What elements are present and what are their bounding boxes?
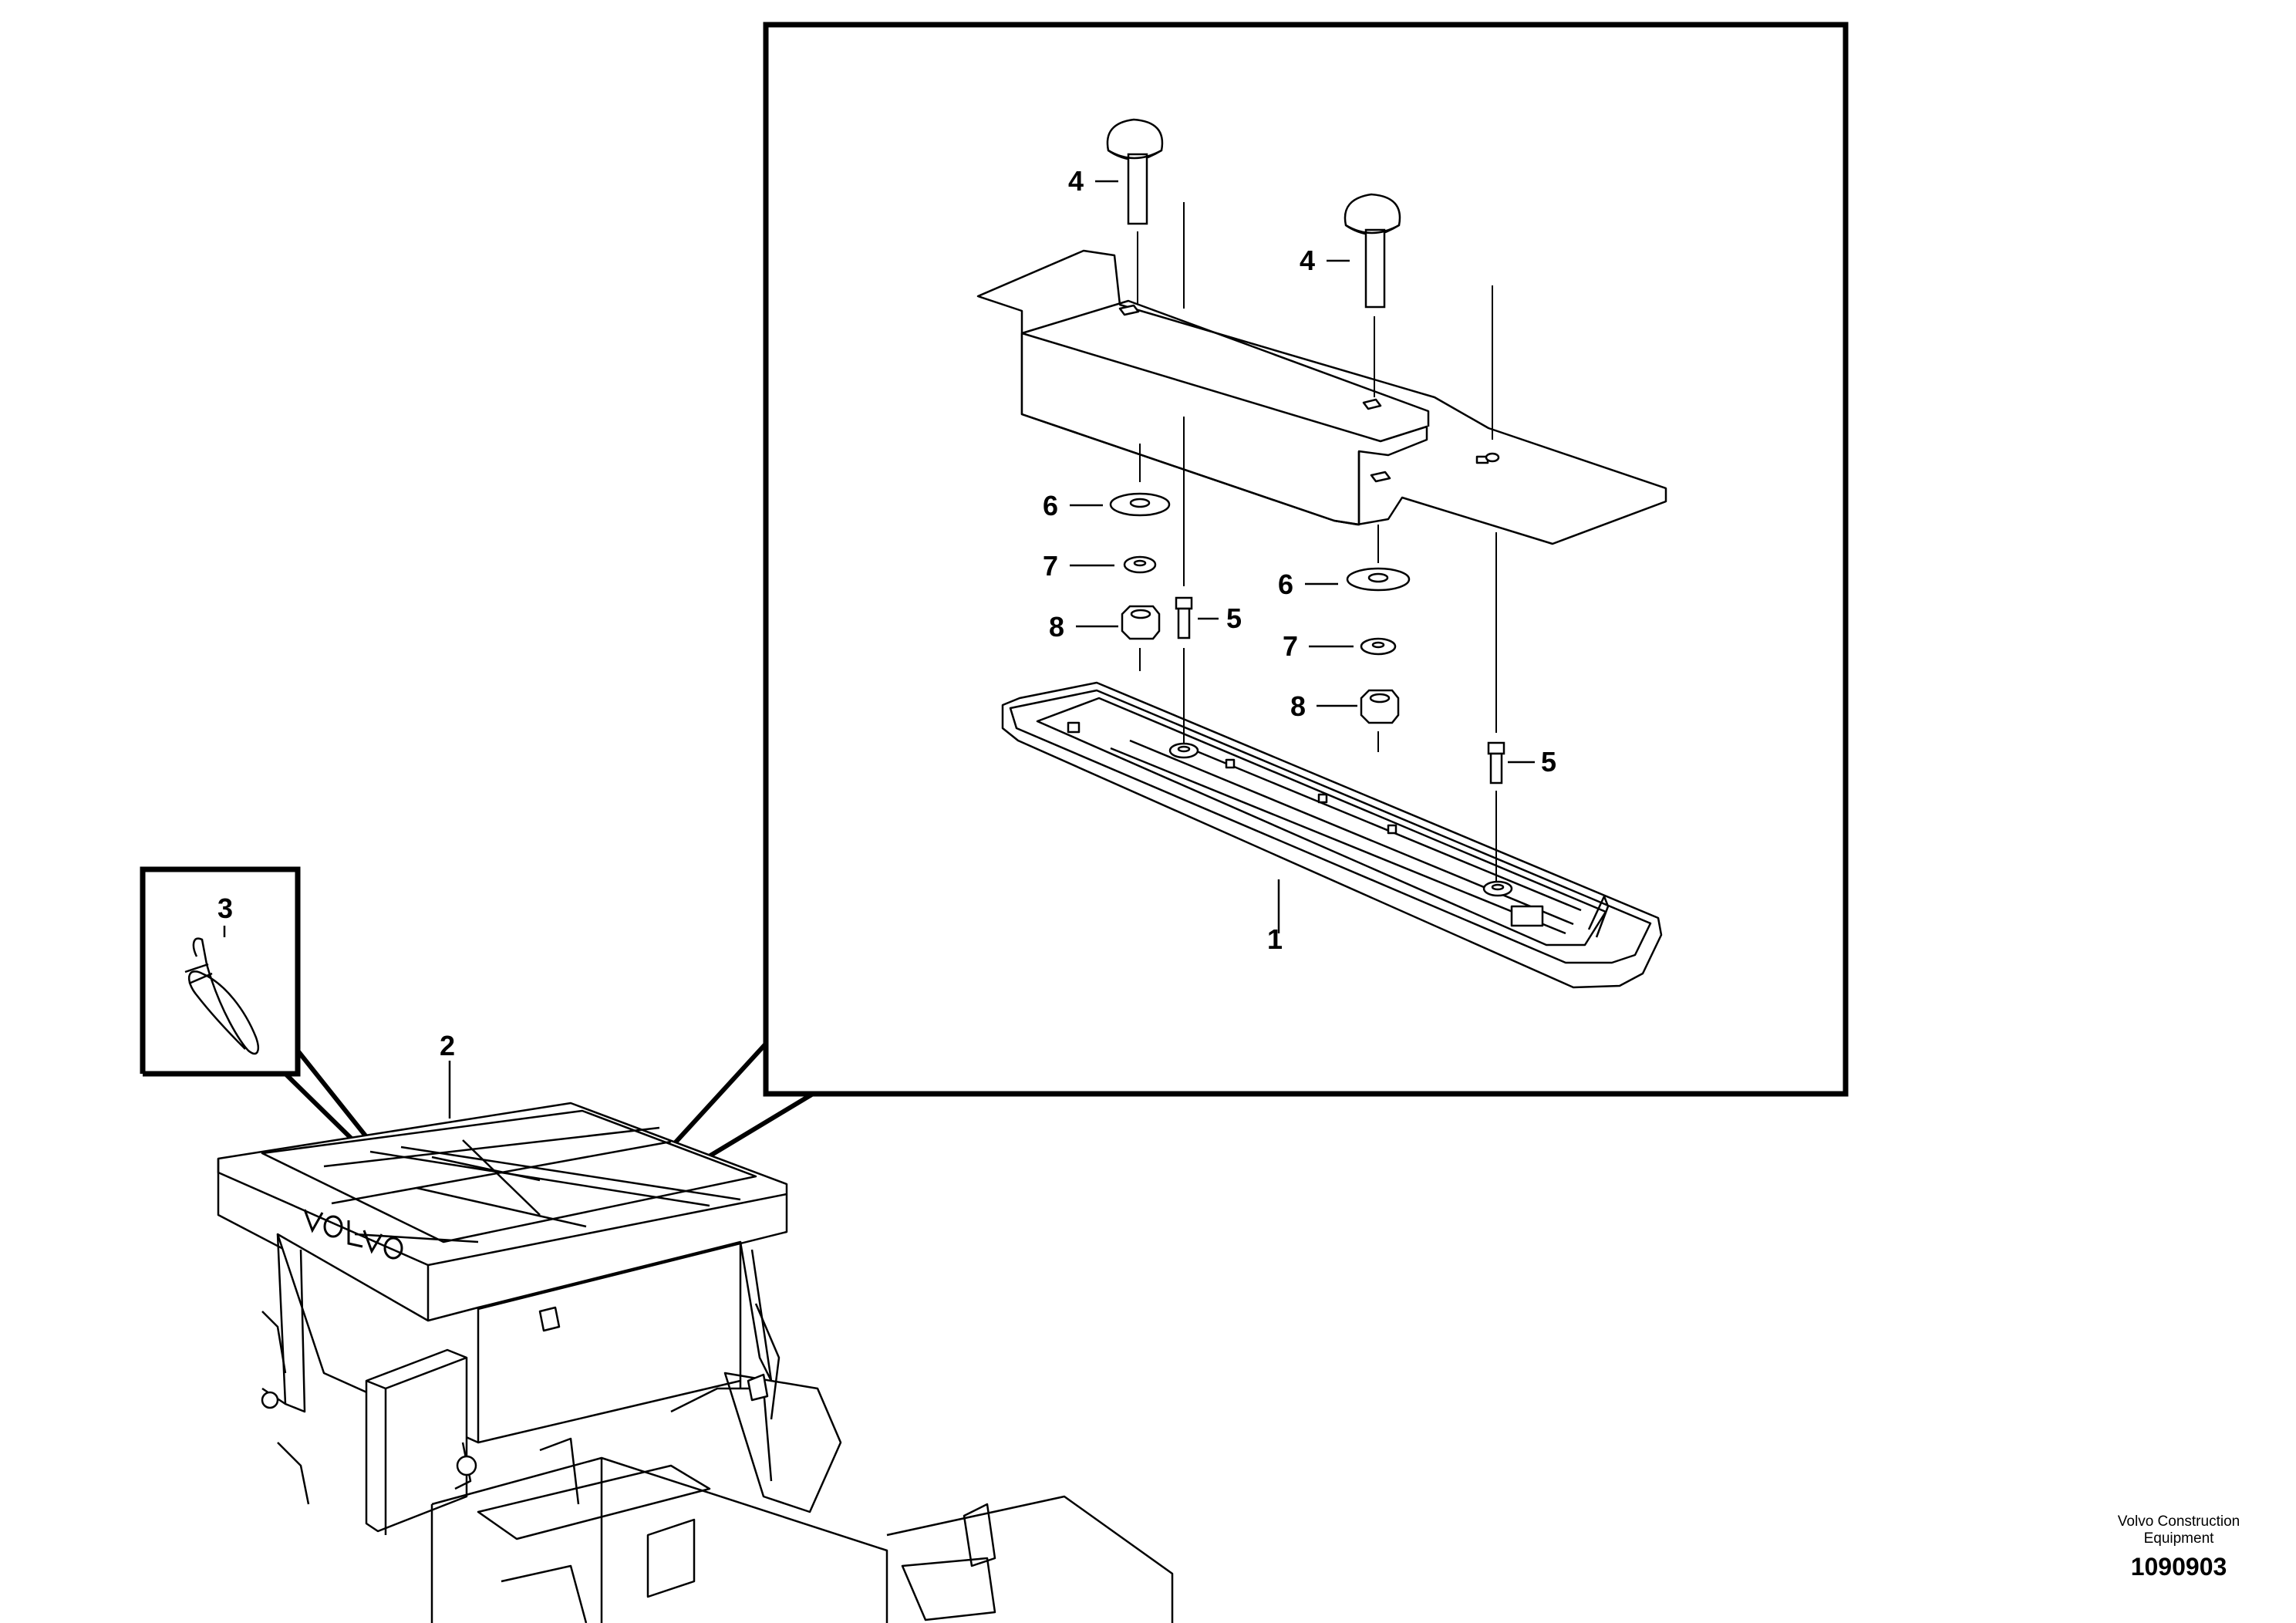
leader-lines: [223, 180, 1535, 1119]
callout-4-left: 4: [1068, 165, 1084, 197]
callout-6-right: 6: [1278, 569, 1293, 600]
callout-5-right: 5: [1541, 746, 1556, 778]
bolt-hole: [1370, 471, 1391, 483]
callout-2: 2: [440, 1030, 455, 1061]
callout-4-right: 4: [1300, 245, 1315, 276]
cable-tie: [184, 937, 259, 1055]
callout-3: 3: [217, 892, 233, 924]
brand-caption: Volvo Construction Equipment: [2090, 1513, 2267, 1547]
callout-6-left: 6: [1043, 490, 1058, 521]
callout-5-left: 5: [1226, 602, 1242, 634]
tray: [1001, 681, 1663, 989]
screw-left: [1175, 596, 1193, 639]
detail-frame-leader-small: [283, 1049, 373, 1152]
detail-frame-small: [140, 866, 301, 1077]
callout-8-right: 8: [1290, 690, 1306, 722]
callout-7-right: 7: [1283, 630, 1298, 662]
brand-line-1: Volvo Construction: [2117, 1513, 2240, 1530]
brand-line-2: Equipment: [2143, 1530, 2214, 1547]
fastener-stack-right: [1346, 567, 1411, 724]
detail-frame-main: [763, 22, 1849, 1097]
document-id: 1090903: [2130, 1553, 2227, 1581]
callout-1: 1: [1267, 923, 1283, 955]
bolt-hole: [1475, 455, 1489, 464]
screw-right: [1487, 741, 1505, 785]
fastener-stack-left: [1109, 492, 1171, 640]
carriage-bolt-left: [1106, 118, 1164, 225]
assembly-axes: [1137, 202, 1497, 881]
carriage-bolt-right: [1344, 193, 1401, 309]
bolt-hole: [1362, 398, 1382, 410]
callout-8-left: 8: [1049, 611, 1064, 643]
callout-7-left: 7: [1043, 550, 1058, 582]
callout-labels: 1 2 3 4 4 5 5 6 6 7 7 8 8: [217, 165, 1556, 1061]
cover-plate: [976, 249, 1667, 545]
bolt-hole: [1118, 304, 1140, 316]
volvo-roof-logo: [303, 1209, 403, 1260]
machine-overview: [217, 1102, 1174, 1623]
